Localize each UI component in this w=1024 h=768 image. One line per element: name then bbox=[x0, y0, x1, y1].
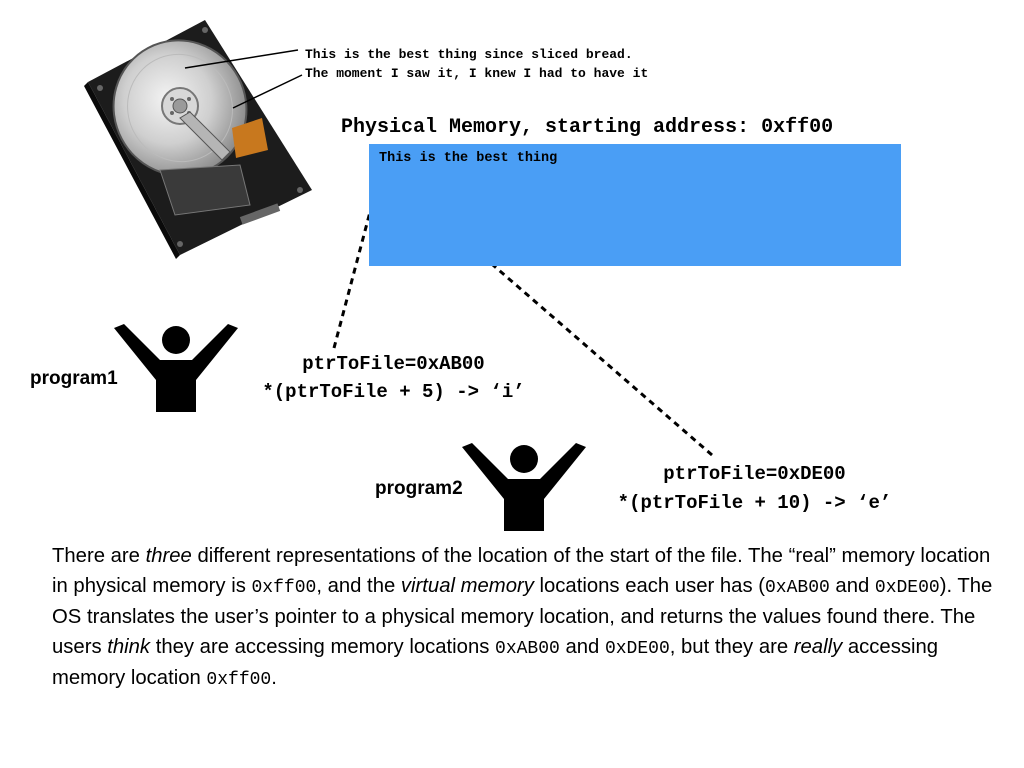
program2-label: program2 bbox=[375, 478, 463, 499]
program2-arrow bbox=[394, 178, 713, 457]
hdd-caption-line2: The moment I saw it, I knew I had to hav… bbox=[305, 66, 649, 81]
code-virtual-address-2b: 0xDE00 bbox=[604, 638, 670, 659]
hdd-caption-line1: This is the best thing since sliced brea… bbox=[305, 47, 633, 62]
description-paragraph: There are three different representation… bbox=[52, 545, 993, 691]
program2-pointer: ptrToFile=0xDE00 bbox=[663, 463, 846, 485]
emphasis-three: three bbox=[145, 545, 192, 567]
code-physical-address-b: 0xff00 bbox=[206, 670, 272, 691]
hard-drive-icon bbox=[84, 20, 312, 259]
callout-line-1 bbox=[184, 49, 299, 69]
physical-memory-contents: This is the best thing bbox=[379, 151, 558, 166]
physical-memory-title: Physical Memory, starting address: 0xff0… bbox=[341, 116, 834, 139]
emphasis-really: really bbox=[793, 635, 843, 658]
program1-label: program1 bbox=[30, 368, 118, 389]
program2-deref: *(ptrToFile + 10) -> ‘e’ bbox=[617, 492, 892, 514]
program1-deref: *(ptrToFile + 5) -> ‘i’ bbox=[262, 381, 525, 403]
person-arms-raised-icon bbox=[462, 443, 586, 531]
code-virtual-address-2: 0xDE00 bbox=[874, 577, 940, 598]
emphasis-think: think bbox=[107, 635, 151, 658]
code-physical-address: 0xff00 bbox=[251, 577, 317, 598]
program1-pointer: ptrToFile=0xAB00 bbox=[302, 353, 485, 375]
code-virtual-address-1b: 0xAB00 bbox=[495, 638, 560, 659]
code-virtual-address-1: 0xAB00 bbox=[764, 577, 830, 598]
emphasis-virtual-memory: virtual memory bbox=[400, 574, 534, 597]
physical-memory-block: This is the best thing bbox=[369, 144, 901, 266]
person-arms-raised-icon bbox=[114, 324, 238, 412]
callout-line-2 bbox=[232, 74, 303, 109]
